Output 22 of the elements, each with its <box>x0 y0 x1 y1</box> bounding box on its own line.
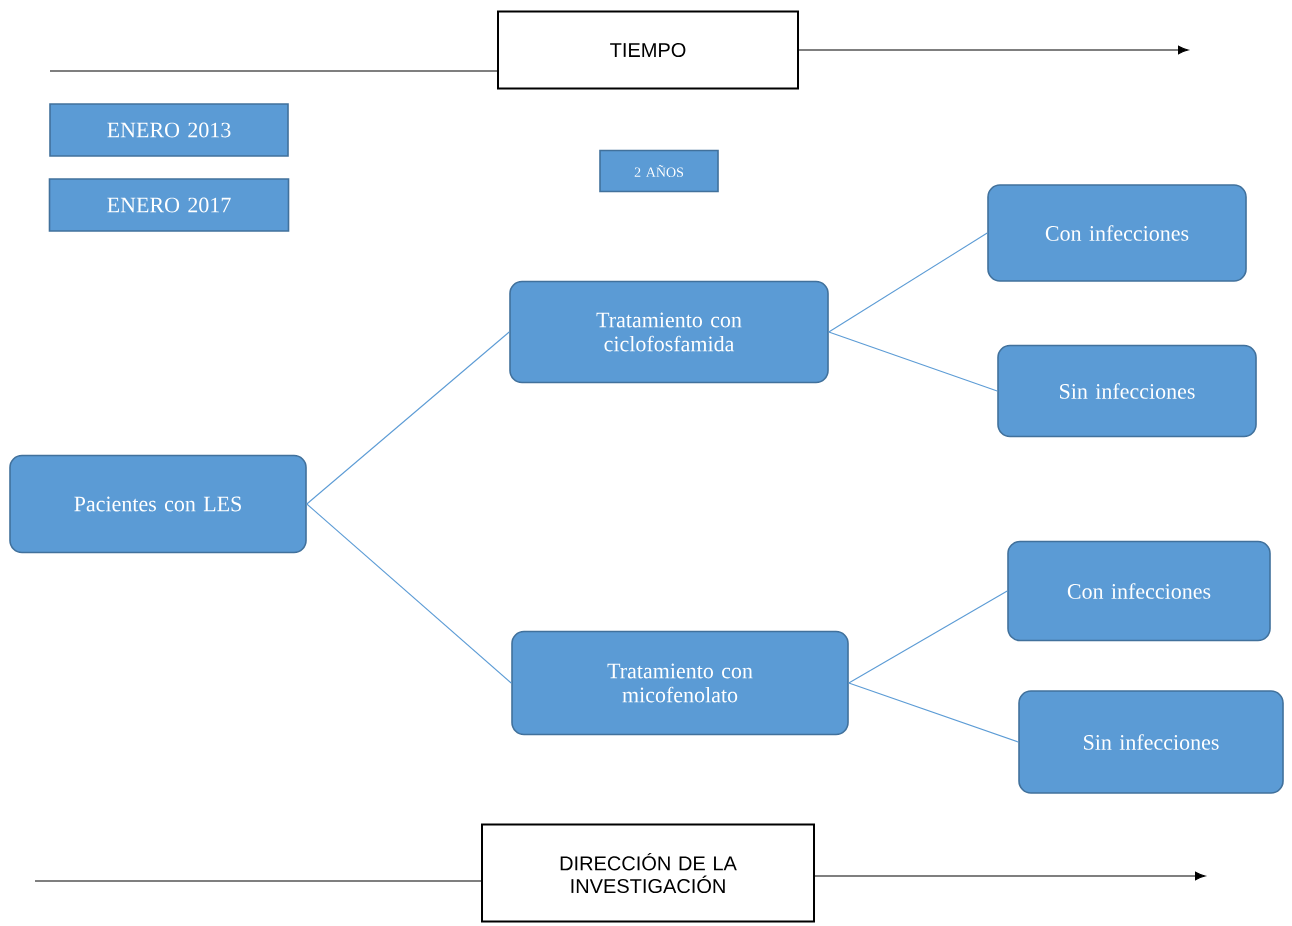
outcome-box: Con infecciones <box>1007 540 1271 642</box>
connector-line <box>306 331 510 505</box>
connector-line <box>828 232 988 333</box>
timeline-line <box>49 70 498 72</box>
duration-box: 2 AÑOS <box>599 149 719 193</box>
timeline-arrow <box>814 871 1206 881</box>
connector-line <box>848 590 1008 684</box>
date-box: ENERO 2013 <box>49 103 289 157</box>
outcome-box: Con infecciones <box>987 184 1247 282</box>
treatment-box: Tratamiento con micofenolato <box>511 630 849 736</box>
timeline-line <box>34 880 482 882</box>
date-box: ENERO 2017 <box>48 178 290 232</box>
outcome-box: Sin infecciones <box>997 344 1257 438</box>
connector-line <box>848 682 1019 743</box>
connector-line <box>828 331 998 392</box>
timeline-box: DIRECCIÓN DE LA INVESTIGACIÓN <box>481 823 815 923</box>
connector-line <box>306 503 512 684</box>
timeline-box: TIEMPO <box>497 10 799 90</box>
treatment-box: Tratamiento con ciclofosfamida <box>509 280 829 384</box>
patient-box: Pacientes con LES <box>9 454 307 554</box>
outcome-box: Sin infecciones <box>1018 690 1284 794</box>
timeline-arrow <box>798 45 1189 55</box>
